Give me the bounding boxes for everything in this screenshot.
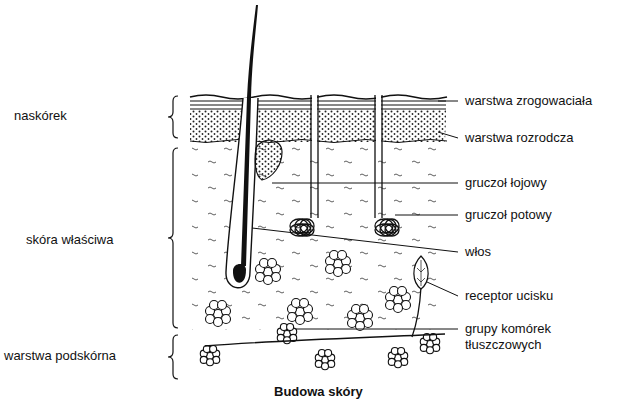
pressure-receptor — [414, 256, 428, 289]
fat-cell — [268, 259, 277, 268]
fat-cell — [360, 305, 369, 314]
part-label: grupy komórek tłuszczowych — [465, 321, 585, 353]
part-label: warstwa zrogowaciała — [465, 93, 592, 109]
figure-caption: Budowa skóry — [274, 384, 363, 399]
layer-brace — [168, 96, 178, 379]
fat-cell — [264, 276, 273, 285]
part-label: gruczoł łojowy — [465, 175, 547, 191]
sebaceous-gland — [255, 140, 282, 180]
coil-loop — [385, 224, 399, 236]
fat-cell — [207, 359, 214, 366]
fat-cell — [338, 251, 347, 260]
fat-cell — [395, 361, 402, 368]
fat-cell — [300, 299, 309, 308]
fat-cell — [218, 301, 227, 310]
fat-cell — [398, 287, 407, 296]
fat-cell — [325, 350, 332, 357]
fat-cell — [398, 348, 405, 355]
hair-shaft — [241, 5, 258, 266]
sweat-gland-coil — [290, 219, 399, 236]
fat-cells — [200, 251, 439, 370]
fat-cell — [334, 268, 343, 277]
leader-line — [252, 101, 458, 329]
coil-loop — [380, 219, 396, 233]
part-label: warstwa rozrodcza — [465, 130, 573, 146]
part-label: receptor ucisku — [465, 288, 553, 304]
fat-cell — [322, 363, 329, 370]
fat-cell — [296, 316, 305, 325]
fat-cell — [287, 324, 294, 331]
layer-label: naskórek — [14, 108, 67, 124]
nerve-line — [205, 334, 445, 346]
fat-cell — [214, 318, 223, 327]
fat-cell — [394, 304, 403, 313]
part-label: włos — [465, 244, 491, 260]
hair-bulb — [233, 264, 246, 283]
layer-label: warstwa podskórna — [4, 348, 116, 364]
fat-cell — [427, 347, 434, 354]
coil-loop — [295, 219, 311, 233]
fat-cell — [210, 346, 217, 353]
part-label: gruczoł potowy — [465, 207, 552, 223]
coil-loop — [375, 224, 393, 236]
layer-label: skóra właściwa — [26, 232, 113, 248]
